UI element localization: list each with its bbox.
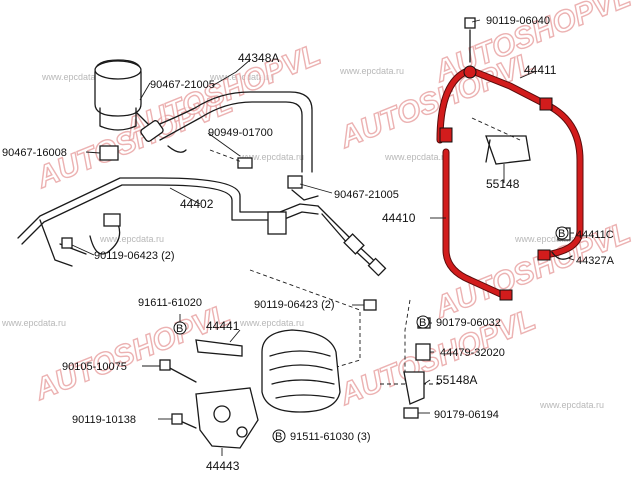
badge-b: B (558, 228, 565, 240)
label-44443[interactable]: 44443 (206, 459, 240, 473)
label-44348a[interactable]: 44348A (238, 51, 279, 65)
label-90467-16008[interactable]: 90467-16008 (2, 147, 67, 159)
label-90119-06423[interactable]: 90119-06423 (2) (94, 250, 175, 262)
label-90179-06032[interactable]: 90179-06032 (436, 317, 501, 329)
label-90119-10138[interactable]: 90119-10138 (72, 414, 136, 426)
label-44441[interactable]: 44441 (206, 319, 240, 333)
badge-b: B (419, 317, 426, 329)
site-watermark: www.epcdata.ru (239, 318, 304, 328)
clamp-90949[interactable] (237, 157, 253, 169)
reservoir[interactable] (94, 59, 151, 131)
site-watermark: www.epcdata.ru (384, 152, 449, 162)
bracket-55148[interactable] (485, 135, 531, 165)
label-44411c[interactable]: 44411C (576, 229, 614, 241)
site-watermark: www.epcdata.ru (1, 318, 66, 328)
label-44479-32020[interactable]: 44479-32020 (440, 347, 505, 359)
label-44327a[interactable]: 44327A (576, 255, 615, 267)
nut-90179-06194[interactable] (403, 407, 419, 419)
return-hose-44348a[interactable] (140, 91, 313, 173)
label-90119-06423-b[interactable]: 90119-06423 (2) (254, 299, 335, 311)
site-watermarks: www.epcdata.ru www.epcdata.ru www.epcdat… (1, 66, 604, 410)
site-watermark: www.epcdata.ru (339, 66, 404, 76)
site-watermark: www.epcdata.ru (99, 234, 164, 244)
label-91511-61030[interactable]: 91511-61030 (3) (290, 431, 371, 443)
badge-b: B (176, 323, 183, 335)
label-55148[interactable]: 55148 (486, 177, 520, 191)
union-44479-32020[interactable] (415, 343, 431, 361)
site-watermark: www.epcdata.ru (239, 152, 304, 162)
label-90179-06194[interactable]: 90179-06194 (434, 409, 499, 421)
pressure-hose-highlighted[interactable] (436, 65, 584, 301)
label-44411[interactable]: 44411 (524, 63, 557, 77)
reference-badges: B B B B (173, 226, 569, 443)
label-91611-61020[interactable]: 91611-61020 (138, 297, 202, 309)
plate-44441[interactable] (195, 339, 243, 357)
label-44402[interactable]: 44402 (180, 197, 214, 211)
part-labels: 90119-06040 44348A 44411 90467-21005 909… (2, 15, 615, 473)
label-90119-06040[interactable]: 90119-06040 (486, 15, 550, 27)
fitting (103, 213, 121, 227)
site-watermark: www.epcdata.ru (539, 400, 604, 410)
clamp-90467-21005-b[interactable] (287, 175, 303, 189)
vane-pump[interactable] (261, 329, 341, 413)
pressure-tube-44402[interactable] (17, 145, 387, 277)
bracket-55148a[interactable] (403, 371, 425, 405)
leader-lines (71, 19, 575, 456)
label-90467-21005-b[interactable]: 90467-21005 (334, 189, 399, 201)
label-55148a[interactable]: 55148A (436, 373, 477, 387)
bracket (267, 211, 287, 235)
label-90949-01700[interactable]: 90949-01700 (208, 127, 273, 139)
clip-44327a[interactable] (551, 251, 573, 260)
bolt-90105-10075[interactable] (165, 365, 197, 383)
label-44410[interactable]: 44410 (382, 211, 416, 225)
site-watermark: www.epcdata.ru (41, 72, 106, 82)
site-watermark: www.epcdata.ru (514, 234, 579, 244)
label-90105-10075[interactable]: 90105-10075 (62, 361, 127, 373)
label-90467-21005[interactable]: 90467-21005 (150, 79, 215, 91)
clamp-90467-16008[interactable] (99, 145, 119, 161)
bolt-90119-06423-b[interactable] (363, 299, 377, 311)
badge-b: B (275, 431, 282, 443)
site-watermark: www.epcdata.ru (209, 72, 274, 82)
